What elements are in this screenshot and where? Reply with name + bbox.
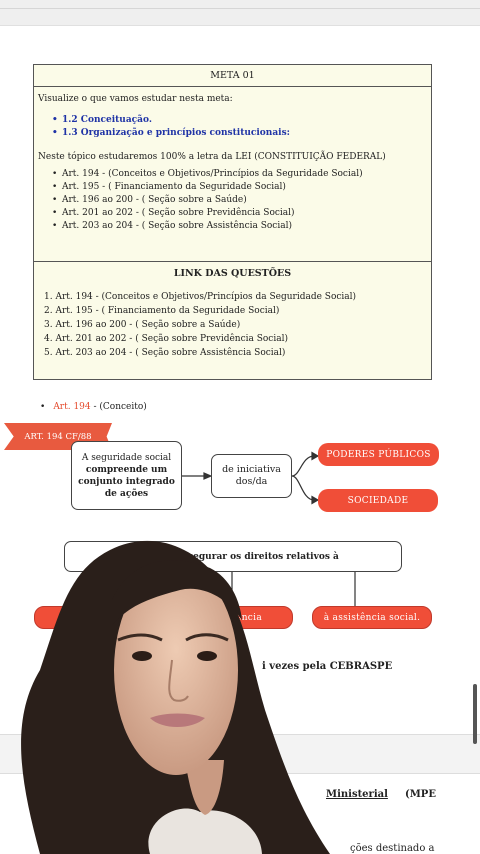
poderes-publicos-pill: PODERES PÚBLICOS [318,443,439,466]
sociedade-pill: SOCIEDADE [318,489,438,512]
page2-text-line: ções destinado a [350,843,435,854]
links-title: LINK DAS QUESTÕES [173,268,292,279]
article-item: Art. 201 ao 202 - ( Seção sobre Previdên… [52,207,427,220]
eyebrow-right [185,633,229,642]
article-item: Art. 194 - (Conceitos e Objetivos/Princí… [52,168,427,181]
topic-item: 1.2 Conceituação. [52,114,427,127]
mouth-shape [150,713,205,727]
page2-text-ministerial: Ministerial [326,789,388,800]
eye-right [197,651,217,661]
link-item[interactable]: 4. Art. 201 ao 202 - ( Seção sobre Previ… [44,333,288,344]
link-item[interactable]: 1. Art. 194 - (Conceitos e Objetivos/Pri… [44,292,357,302]
box-line: dos/da [235,476,268,487]
topic-list: 1.2 Conceituação. 1.3 Organização e prin… [52,114,427,140]
arrow-head [311,495,320,505]
toolbar-strip [0,0,480,26]
links-list: 1. Art. 194 - (Conceitos e Objetivos/Pri… [44,291,431,361]
cebraspe-text: i vezes pela CEBRASPE [262,661,393,672]
eye-left [132,651,152,661]
arrow-line [291,475,315,501]
article-item: Art. 203 ao 204 - ( Seção sobre Assistên… [52,220,427,233]
meta-title: META 01 [34,65,431,87]
shirt-shape [148,808,262,854]
box-line: compreende um [85,464,168,475]
box-line: de ações [104,488,149,499]
link-item[interactable]: 2. Art. 195 - ( Financiamento da Segurid… [44,305,280,316]
link-item[interactable]: 5. Art. 203 ao 204 - ( Seção sobre Assis… [44,347,286,358]
ruler-line [0,8,480,9]
article-item: Art. 195 - ( Financiamento da Seguridade… [52,181,427,194]
eyebrow-left [117,633,163,642]
scrollbar-thumb[interactable] [473,684,477,744]
topic-item: 1.3 Organização e princípios constitucio… [52,127,427,140]
meta-table: META 01 Visualize o que vamos estudar ne… [33,64,432,380]
arrow-head [203,472,213,480]
neck-shape [185,760,224,815]
seguridade-box: A seguridade social compreende um conjun… [71,441,182,510]
art-rest: - (Conceito) [90,402,147,412]
art-ref: Art. 194 [53,402,91,412]
article-list: Art. 194 - (Conceitos e Objetivos/Princí… [52,168,427,233]
link-item[interactable]: 3. Art. 196 ao 200 - ( Seção sobre a Saú… [44,319,241,330]
iniciativa-box: de iniciativa dos/da [211,454,292,498]
box-line: A seguridade social [81,452,172,463]
arrow-head [311,451,320,461]
meta-intro: Visualize o que vamos estudar nesta meta… [38,94,233,104]
assistencia-pill: à assistência social. [312,606,432,629]
hair-top [112,560,242,625]
meta-body: Visualize o que vamos estudar nesta meta… [34,87,431,262]
box-line: conjunto integrado [78,476,175,487]
art-194-bullet: • Art. 194 - (Conceito) [40,402,147,412]
face-shape [114,565,238,775]
box-line: de iniciativa [222,464,281,475]
article-item: Art. 196 ao 200 - ( Seção sobre a Saúde) [52,194,427,207]
nose-shape [168,659,189,702]
arrow-line [291,455,315,477]
meta-note: Neste tópico estudaremos 100% a letra da… [38,152,386,162]
bullet-dot: • [40,402,46,412]
page2-text-mpe: (MPE [405,789,436,800]
